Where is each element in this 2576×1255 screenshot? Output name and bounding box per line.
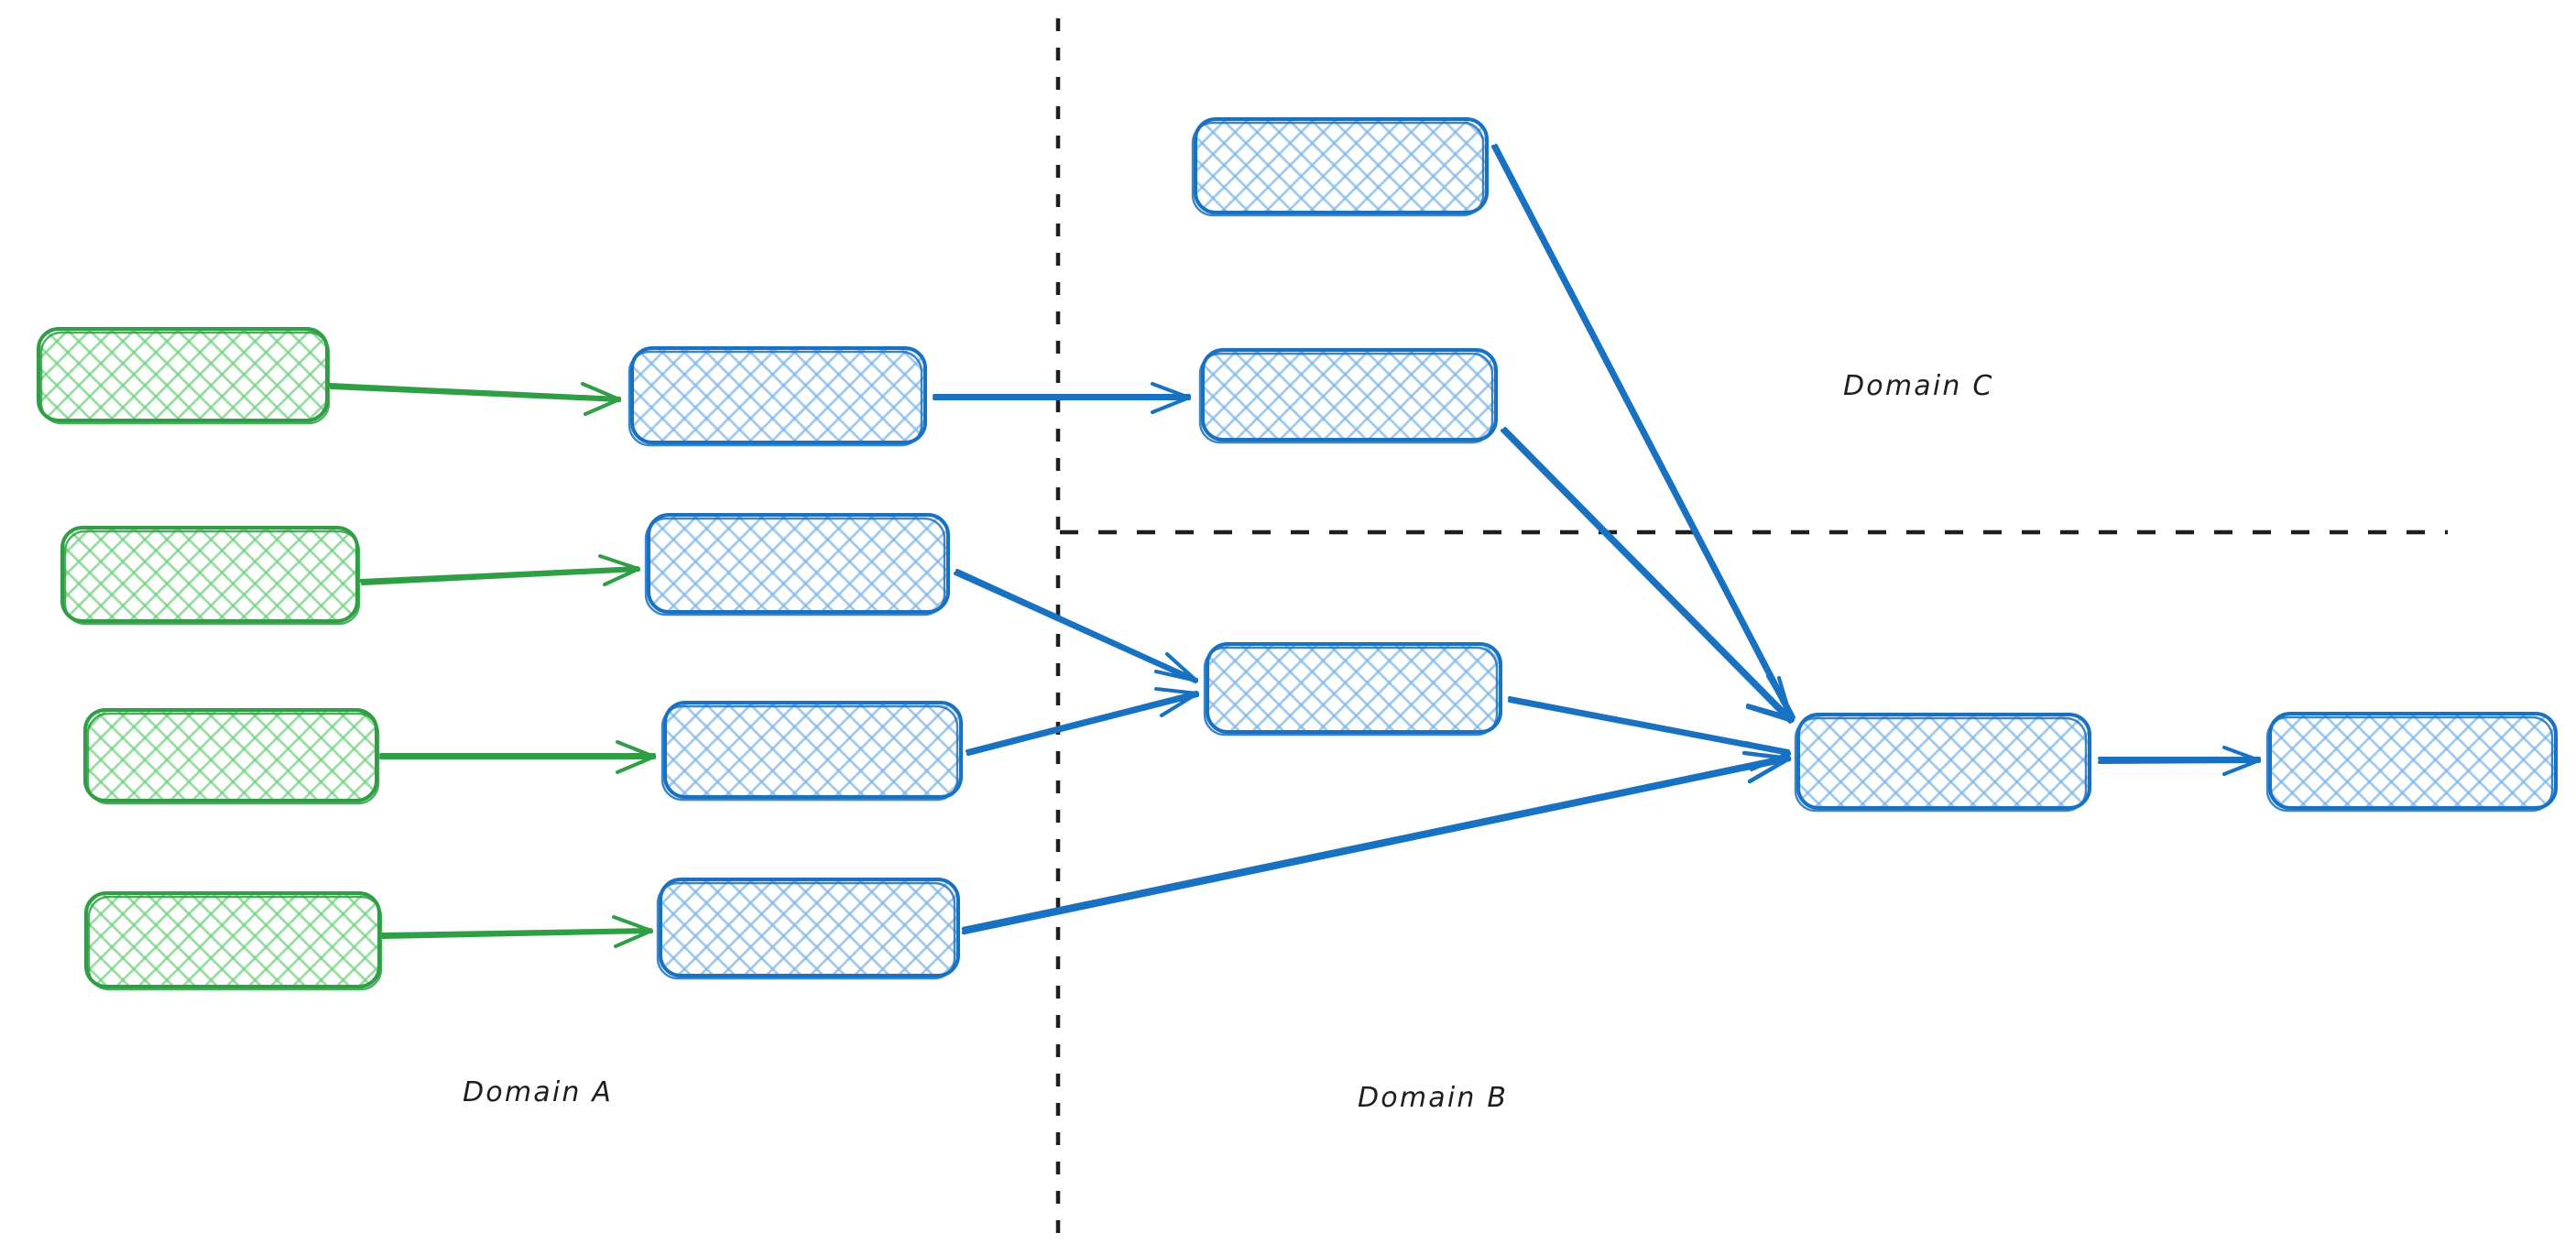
edge-b2-c3 [954, 569, 1198, 683]
domain-b-label: Domain B [1358, 1082, 1509, 1114]
node-b1[interactable] [628, 346, 927, 447]
edge-group [328, 144, 2261, 948]
node-hub[interactable] [1794, 713, 2091, 813]
edge-a1-b1 [328, 382, 621, 416]
node-b2[interactable] [644, 513, 950, 617]
node-c1[interactable] [1191, 117, 1489, 217]
domain-c-label: Domain C [1843, 370, 1994, 402]
edge-a4-b4 [381, 915, 653, 948]
edge-b3-c3 [966, 687, 1199, 756]
node-c3[interactable] [1203, 642, 1502, 737]
node-a2[interactable] [60, 526, 361, 626]
edge-hub-out [2098, 746, 2261, 776]
domain-a-label: Domain A [463, 1076, 614, 1108]
edge-c1-hub [1491, 144, 1796, 720]
node-b3[interactable] [660, 701, 963, 802]
node-out[interactable] [2265, 712, 2558, 813]
divider-group [1055, 18, 2448, 1239]
node-c2[interactable] [1198, 348, 1498, 444]
edge-b4-hub [961, 750, 1792, 935]
edge-b1-c2 [933, 382, 1191, 414]
node-a3[interactable] [83, 708, 380, 805]
node-a1[interactable] [37, 327, 331, 425]
edge-a3-b3 [379, 740, 656, 774]
node-b4[interactable] [656, 878, 960, 980]
edge-a2-b2 [359, 554, 640, 586]
node-a4[interactable] [84, 891, 383, 991]
edge-c2-hub [1501, 427, 1795, 724]
